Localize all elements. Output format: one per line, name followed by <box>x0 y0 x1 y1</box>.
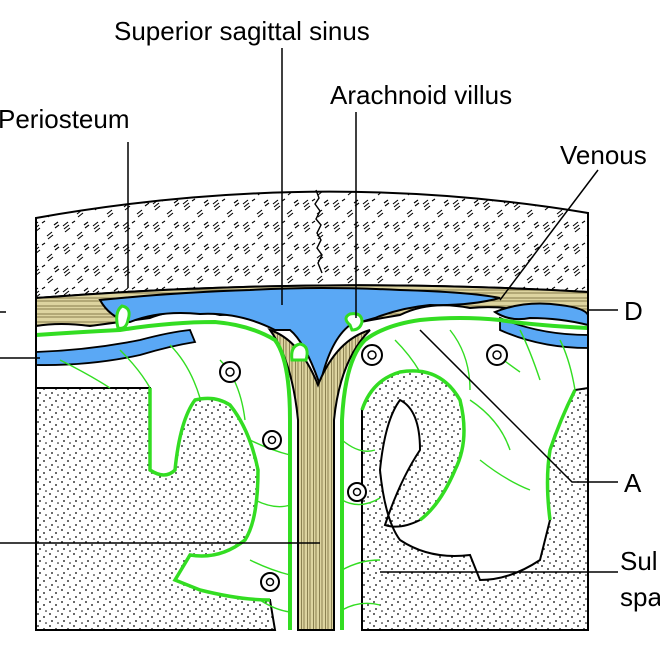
label-venous: Venous <box>560 140 647 170</box>
label-arachnoid-villus: Arachnoid villus <box>330 80 512 110</box>
leader-arachnoid <box>419 329 618 483</box>
sagittal-suture <box>314 189 323 274</box>
superior-sagittal-sinus <box>98 287 501 389</box>
blood-vessels <box>219 344 508 592</box>
arachnoid-villus-falx <box>290 342 309 362</box>
leader-venous <box>499 169 599 301</box>
arachnoid-villus-center <box>344 312 364 332</box>
skull-bone <box>35 190 589 300</box>
label-dura: D <box>624 296 643 326</box>
arachnoid-layer-right <box>340 316 589 630</box>
arachnoid-layer-left <box>35 319 292 630</box>
pia-right <box>360 369 577 522</box>
label-arachnoid: A <box>624 468 642 498</box>
vessel-4 <box>262 430 282 450</box>
vessel-2 <box>361 344 383 366</box>
vessel-5 <box>347 482 367 502</box>
leader-lines <box>0 48 618 573</box>
frame <box>35 213 589 630</box>
label-periosteum: Periosteum <box>0 104 130 134</box>
vessel-1 <box>219 361 241 383</box>
label-subarachnoid-line1: Sul <box>620 546 658 576</box>
cerebral-vein-left <box>35 329 197 366</box>
vessel-3 <box>486 344 508 366</box>
brain-left-hemisphere <box>35 387 277 631</box>
pia-left <box>148 387 271 602</box>
brain-right-hemisphere <box>361 369 589 631</box>
vessel-6 <box>260 572 280 592</box>
label-subarachnoid-line2: spa <box>620 582 660 612</box>
label-superior-sagittal-sinus: Superior sagittal sinus <box>114 16 370 46</box>
falx-cerebri <box>267 328 371 631</box>
arachnoid-villus-left <box>115 304 131 330</box>
